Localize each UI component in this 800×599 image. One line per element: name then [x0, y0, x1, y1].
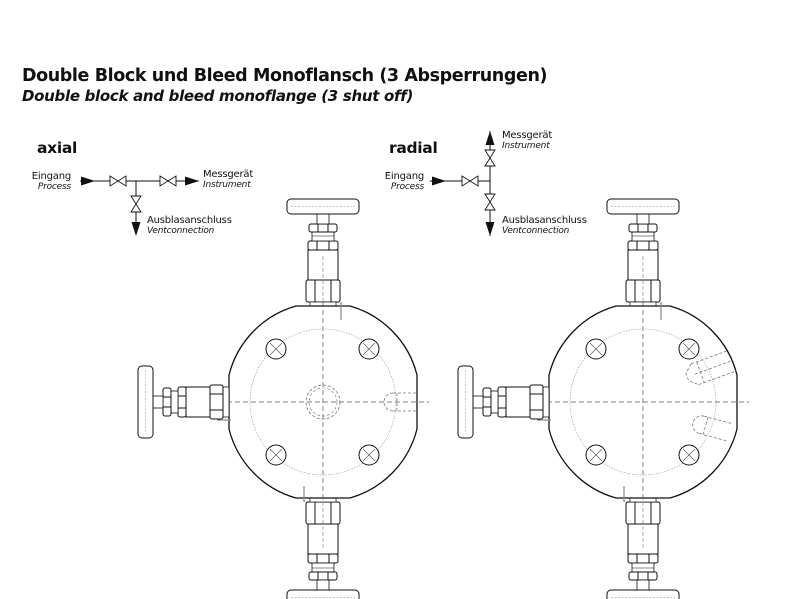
radial-vent-label: Ausblasanschluss Ventconnection [502, 215, 587, 237]
bleed-valve-icon [484, 193, 496, 211]
vent-arrow-icon [485, 222, 495, 236]
radial-inlet-label: Eingang Process [378, 171, 424, 193]
axial-inlet-de: Eingang [31, 171, 71, 182]
page-subtitle: Double block and bleed monoflange (3 shu… [22, 87, 414, 105]
bleed-valve-icon [130, 195, 142, 213]
radial-instrument-label: Messgerät Instrument [502, 130, 553, 152]
block-valve-icon [461, 175, 479, 187]
block-valve-icon [159, 175, 177, 187]
block-valve-icon [109, 175, 127, 187]
radial-inlet-en: Process [390, 182, 424, 192]
axial-section-label: axial [37, 139, 78, 157]
axial-instrument-en: Instrument [203, 180, 251, 190]
radial-instrument-en: Instrument [502, 141, 550, 151]
instrument-arrow-icon [485, 131, 495, 145]
radial-section-label: radial [389, 139, 438, 157]
axial-vent-en: Ventconnection [147, 226, 215, 236]
axial-vent-label: Ausblasanschluss Ventconnection [147, 215, 232, 237]
vent-arrow-icon [131, 222, 141, 236]
instrument-arrow-icon [185, 176, 199, 186]
radial-schematic [430, 131, 496, 236]
axial-monoflange-drawing [137, 198, 430, 599]
radial-instrument-de: Messgerät [502, 130, 553, 141]
inlet-arrow-icon [432, 176, 446, 186]
axial-schematic [80, 175, 199, 236]
page-title: Double Block und Bleed Monoflansch (3 Ab… [22, 66, 548, 86]
axial-instrument-de: Messgerät [203, 169, 254, 180]
axial-vent-de: Ausblasanschluss [147, 215, 232, 226]
inlet-arrow-icon [81, 176, 95, 186]
radial-vent-en: Ventconnection [502, 226, 570, 236]
block-valve-icon [484, 149, 496, 167]
radial-vent-de: Ausblasanschluss [502, 215, 587, 226]
axial-inlet-label: Eingang Process [25, 171, 71, 193]
axial-instrument-label: Messgerät Instrument [203, 169, 254, 191]
radial-monoflange-drawing [457, 198, 750, 599]
axial-inlet-en: Process [37, 182, 71, 192]
radial-inlet-de: Eingang [384, 171, 424, 182]
